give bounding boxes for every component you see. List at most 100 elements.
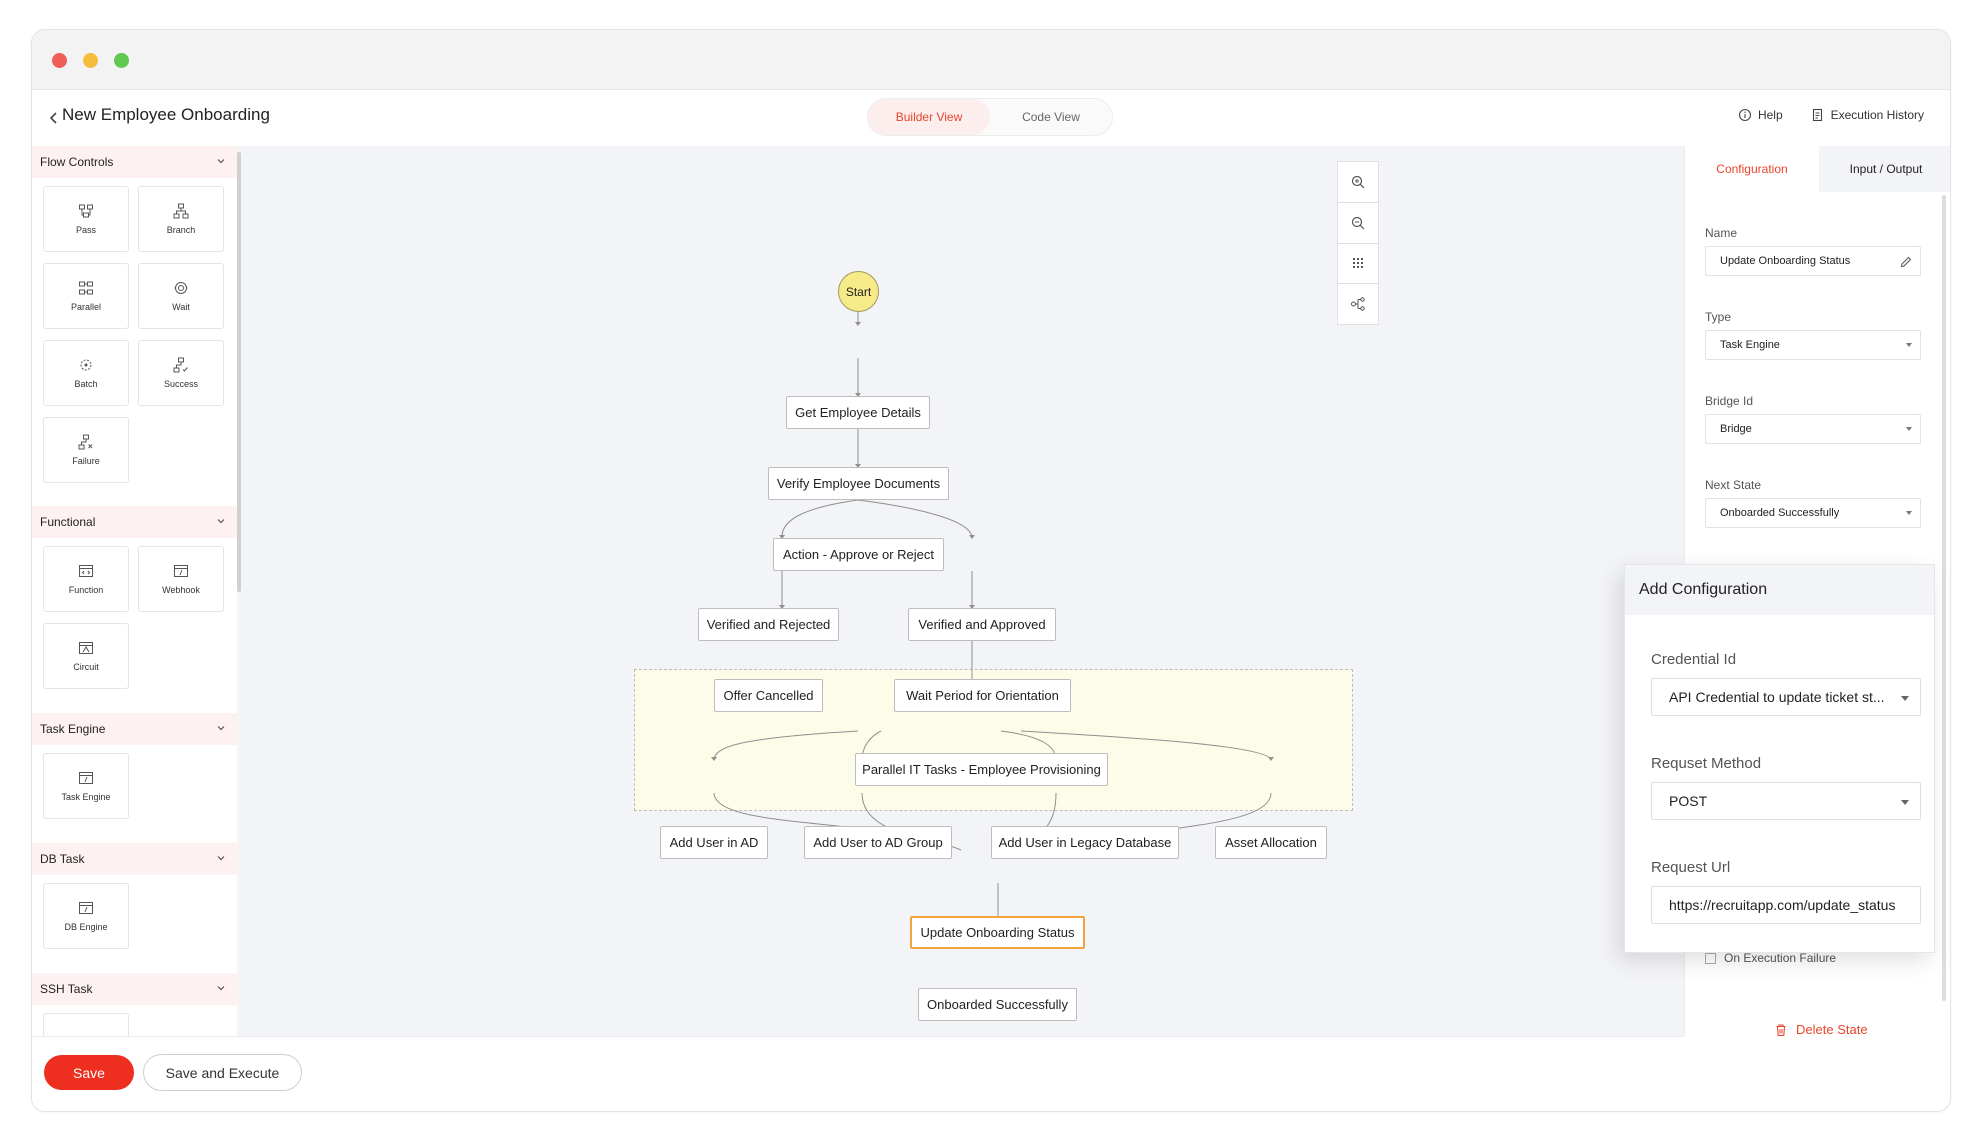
config-panel-scrollbar[interactable] (1942, 195, 1946, 1001)
palette-item-label: Task Engine (61, 792, 111, 802)
palette-item-parallel[interactable]: Parallel (43, 263, 129, 329)
execution-failure-checkbox-row[interactable]: On Execution Failure (1705, 951, 1836, 965)
type-select[interactable]: Task Engine (1705, 330, 1921, 360)
next-state-select[interactable]: Onboarded Successfully (1705, 498, 1921, 528)
failure-icon (78, 434, 93, 450)
execution-failure-label: On Execution Failure (1724, 951, 1837, 965)
node-onboarded-successfully[interactable]: Onboarded Successfully (918, 988, 1077, 1021)
name-field-label: Name (1705, 226, 1738, 240)
node-wait-orientation[interactable]: Wait Period for Orientation (894, 679, 1071, 712)
section-title: Functional (40, 515, 96, 529)
palette-item-task-engine[interactable]: Task Engine (43, 753, 129, 819)
auto-layout-button[interactable] (1338, 284, 1378, 324)
node-parallel-it-tasks[interactable]: Parallel IT Tasks - Employee Provisionin… (855, 753, 1108, 786)
code-view-tab[interactable]: Code View (1022, 110, 1080, 124)
node-add-user-ad[interactable]: Add User in AD (660, 826, 768, 859)
next-state-label: Next State (1705, 478, 1762, 492)
history-document-icon (1812, 108, 1822, 122)
section-task-engine[interactable]: Task Engine (32, 713, 237, 745)
save-and-execute-button[interactable]: Save and Execute (143, 1054, 302, 1091)
execution-failure-checkbox[interactable] (1705, 952, 1716, 964)
node-action-approve-reject[interactable]: Action - Approve or Reject (773, 538, 944, 571)
palette-item-webhook[interactable]: Webhook (138, 546, 224, 612)
palette-item-batch[interactable]: Batch (43, 340, 129, 406)
help-button[interactable]: Help (1738, 108, 1783, 122)
section-title: Task Engine (40, 722, 106, 736)
zoom-out-button[interactable] (1338, 203, 1378, 244)
credential-id-value: API Credential to update ticket st... (1669, 689, 1885, 705)
request-method-label: Requset Method (1651, 755, 1762, 772)
palette-item-pass[interactable]: Pass (43, 186, 129, 252)
node-verify-employee-documents[interactable]: Verify Employee Documents (768, 467, 949, 500)
section-ssh-task[interactable]: SSH Task (32, 973, 237, 1005)
edit-pencil-icon[interactable] (1899, 255, 1913, 269)
dropdown-caret-icon (1901, 696, 1909, 701)
zoom-in-button[interactable] (1338, 162, 1378, 203)
request-method-select[interactable]: POST (1651, 782, 1921, 820)
delete-state-button[interactable]: Delete State (1774, 1022, 1868, 1037)
palette-item-wait[interactable]: Wait (138, 263, 224, 329)
section-db-task[interactable]: DB Task (32, 843, 237, 875)
task-palette-sidebar: Flow Controls Pass Branch Parallel Wait … (32, 146, 237, 1036)
branch-icon (173, 203, 189, 219)
dropdown-caret-icon (1906, 427, 1912, 431)
wait-icon (174, 282, 188, 294)
save-button[interactable]: Save (44, 1055, 134, 1090)
sidebar-scrollbar-thumb[interactable] (237, 152, 241, 592)
config-tabs: Configuration Input / Output (1685, 146, 1950, 192)
app-window: New Employee Onboarding Builder View Cod… (31, 29, 1951, 1112)
credential-id-label: Credential Id (1651, 651, 1737, 668)
tab-configuration[interactable]: Configuration (1685, 146, 1819, 192)
node-add-user-legacy-db[interactable]: Add User in Legacy Database (991, 826, 1179, 859)
batch-icon (80, 359, 92, 371)
add-configuration-popup: Add Configuration Credential Id API Cred… (1624, 564, 1935, 953)
section-title: DB Task (40, 852, 85, 866)
section-flow-controls[interactable]: Flow Controls (32, 146, 237, 178)
bridge-id-select[interactable]: Bridge (1705, 414, 1921, 444)
palette-item-branch[interactable]: Branch (138, 186, 224, 252)
task-engine-icon (79, 772, 93, 784)
request-url-label: Request Url (1651, 859, 1731, 876)
node-asset-allocation[interactable]: Asset Allocation (1215, 826, 1327, 859)
palette-item-success[interactable]: Success (138, 340, 224, 406)
section-functional[interactable]: Functional (32, 506, 237, 538)
workflow-canvas[interactable]: Start Get Employee Details Verify Employ… (241, 146, 1684, 1036)
popup-title: Add Configuration (1625, 565, 1934, 615)
request-url-input[interactable]: https://recruitapp.com/update_status (1651, 886, 1921, 924)
trash-icon (1776, 1023, 1786, 1036)
palette-item-circuit[interactable]: Circuit (43, 623, 129, 689)
window-titlebar (32, 30, 1950, 90)
minimize-window-dot[interactable] (83, 53, 98, 68)
dropdown-caret-icon (1906, 343, 1912, 347)
app-header: New Employee Onboarding Builder View Cod… (32, 90, 1950, 146)
back-arrow-icon[interactable] (42, 106, 66, 130)
top-actions: Help Execution History (1738, 108, 1924, 122)
execution-history-button[interactable]: Execution History (1811, 108, 1924, 122)
maximize-window-dot[interactable] (114, 53, 129, 68)
node-update-onboarding-status[interactable]: Update Onboarding Status (910, 916, 1085, 949)
palette-item-label: Webhook (162, 585, 200, 595)
state-name-field[interactable]: Update Onboarding Status (1705, 246, 1921, 276)
builder-view-tab[interactable]: Builder View (868, 99, 990, 135)
palette-item-label: Failure (72, 456, 100, 466)
palette-item-function[interactable]: Function (43, 546, 129, 612)
node-verified-approved[interactable]: Verified and Approved (908, 608, 1056, 641)
page-title: New Employee Onboarding (62, 105, 270, 124)
node-offer-cancelled[interactable]: Offer Cancelled (714, 679, 823, 712)
node-get-employee-details[interactable]: Get Employee Details (786, 396, 930, 429)
palette-item-label: Circuit (73, 662, 99, 672)
palette-item-label: DB Engine (64, 922, 108, 932)
canvas-zoom-controls (1337, 161, 1379, 325)
node-add-user-ad-group[interactable]: Add User to AD Group (804, 826, 952, 859)
palette-item-label: Parallel (70, 302, 101, 312)
node-verified-rejected[interactable]: Verified and Rejected (698, 608, 839, 641)
start-node[interactable]: Start (838, 271, 879, 312)
palette-item-ssh[interactable] (43, 1013, 129, 1036)
palette-item-failure[interactable]: Failure (43, 417, 129, 483)
flow-layout-icon (1351, 297, 1365, 311)
grid-toggle-button[interactable] (1338, 244, 1378, 285)
close-window-dot[interactable] (52, 53, 67, 68)
credential-id-select[interactable]: API Credential to update ticket st... (1651, 678, 1921, 716)
palette-item-db-engine[interactable]: DB Engine (43, 883, 129, 949)
tab-input-output[interactable]: Input / Output (1849, 162, 1923, 176)
